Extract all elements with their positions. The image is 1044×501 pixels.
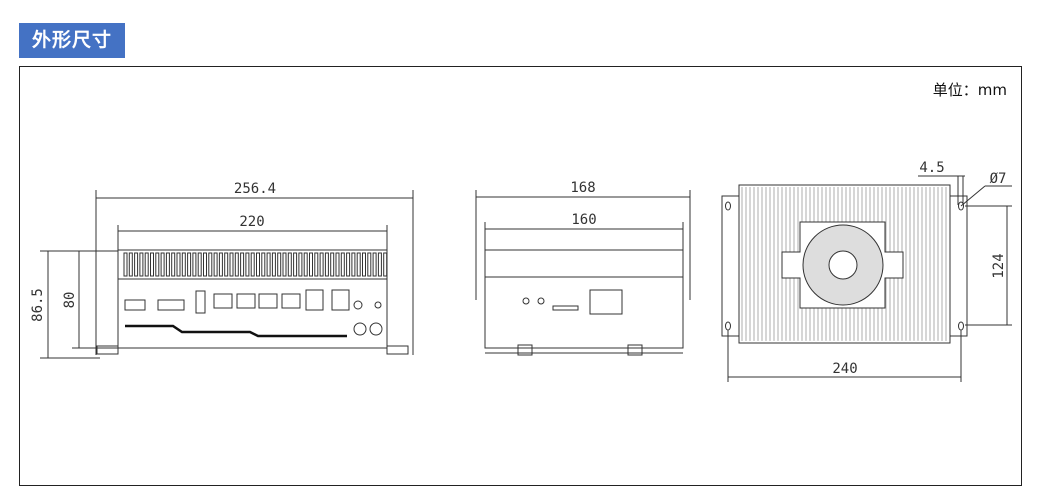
side-body bbox=[484, 249, 684, 349]
fin bbox=[277, 252, 282, 277]
fin bbox=[234, 252, 239, 277]
fin bbox=[303, 252, 308, 277]
fin bbox=[187, 252, 192, 277]
fin bbox=[367, 252, 372, 277]
fin bbox=[165, 252, 170, 277]
dc-port bbox=[124, 299, 146, 311]
fin bbox=[351, 252, 356, 277]
fin bbox=[155, 252, 160, 277]
power-button bbox=[353, 300, 363, 310]
mount-foot-right bbox=[386, 345, 409, 355]
fin bbox=[128, 252, 133, 277]
fin bbox=[298, 252, 303, 277]
fin bbox=[144, 252, 149, 277]
led-indicator bbox=[374, 301, 382, 309]
fin bbox=[335, 252, 340, 277]
fin bbox=[139, 252, 144, 277]
fin bbox=[192, 252, 197, 277]
dim-overall-width: 256.4 bbox=[234, 181, 276, 197]
fin bbox=[245, 252, 250, 277]
fin bbox=[356, 252, 361, 277]
fin bbox=[266, 252, 271, 277]
drawing-frame: 单位：mm bbox=[19, 66, 1022, 486]
dim-overall-depth: 168 bbox=[570, 180, 595, 196]
fin bbox=[362, 252, 366, 277]
fin bbox=[282, 252, 287, 277]
dim-body-height: 80 bbox=[62, 292, 78, 309]
fin bbox=[134, 252, 139, 277]
fin bbox=[324, 252, 329, 277]
fin bbox=[309, 252, 313, 277]
usb-port-1 bbox=[305, 289, 324, 311]
lan-port-2 bbox=[236, 293, 256, 309]
fin bbox=[208, 252, 213, 277]
side-view: 168 160 bbox=[475, 180, 691, 356]
sim-slot bbox=[552, 305, 579, 311]
fin bbox=[346, 252, 351, 277]
fin bbox=[213, 252, 218, 277]
top-view: 240 124 4.5 Ø7 bbox=[721, 160, 1012, 382]
fin bbox=[176, 252, 181, 277]
fin bbox=[256, 252, 260, 277]
antenna-1 bbox=[353, 322, 367, 336]
section-title: 外形尺寸 bbox=[19, 23, 125, 58]
fin bbox=[293, 252, 298, 277]
dim-hole-spacing-y: 124 bbox=[991, 253, 1007, 278]
front-fins bbox=[123, 252, 388, 277]
fin bbox=[123, 252, 128, 277]
decor-stripe bbox=[125, 324, 347, 338]
fin bbox=[171, 252, 176, 277]
fin bbox=[271, 252, 276, 277]
terminal-port bbox=[157, 299, 185, 311]
fin bbox=[340, 252, 345, 277]
usb-port-2 bbox=[331, 289, 350, 311]
lan-port-1 bbox=[213, 293, 233, 309]
lan-port-4 bbox=[281, 293, 301, 309]
fin bbox=[160, 252, 165, 277]
fin bbox=[224, 252, 229, 277]
fin bbox=[383, 252, 388, 277]
antenna-2 bbox=[369, 322, 383, 336]
side-cover bbox=[589, 289, 623, 315]
fin bbox=[287, 252, 292, 277]
fin bbox=[261, 252, 266, 277]
fin bbox=[229, 252, 234, 277]
fin bbox=[372, 252, 377, 277]
dim-overall-height: 86.5 bbox=[30, 288, 46, 322]
dim-body-depth: 160 bbox=[571, 212, 596, 228]
fin bbox=[314, 252, 319, 277]
fin bbox=[377, 252, 382, 277]
fin bbox=[240, 252, 245, 277]
front-view: 256.4 220 86.5 80 bbox=[30, 181, 414, 359]
dim-hole-spacing-x: 240 bbox=[832, 361, 857, 377]
flange-left bbox=[721, 195, 740, 337]
fin bbox=[197, 252, 202, 277]
dim-body-width: 220 bbox=[239, 214, 264, 230]
unit-label: 单位：mm bbox=[932, 81, 1007, 99]
flange-right bbox=[949, 195, 968, 337]
fin bbox=[330, 252, 335, 277]
fin bbox=[250, 252, 255, 277]
mount-foot-left bbox=[96, 345, 119, 355]
fin bbox=[319, 252, 324, 277]
lan-port-3 bbox=[258, 293, 278, 309]
fin bbox=[181, 252, 186, 277]
front-body bbox=[117, 249, 388, 349]
hdmi-port bbox=[195, 290, 206, 314]
fin bbox=[203, 252, 207, 277]
dim-hole-offset: 4.5 bbox=[919, 160, 944, 176]
fin bbox=[218, 252, 223, 277]
dim-hole-diameter: Ø7 bbox=[990, 171, 1007, 187]
fin bbox=[150, 252, 154, 277]
